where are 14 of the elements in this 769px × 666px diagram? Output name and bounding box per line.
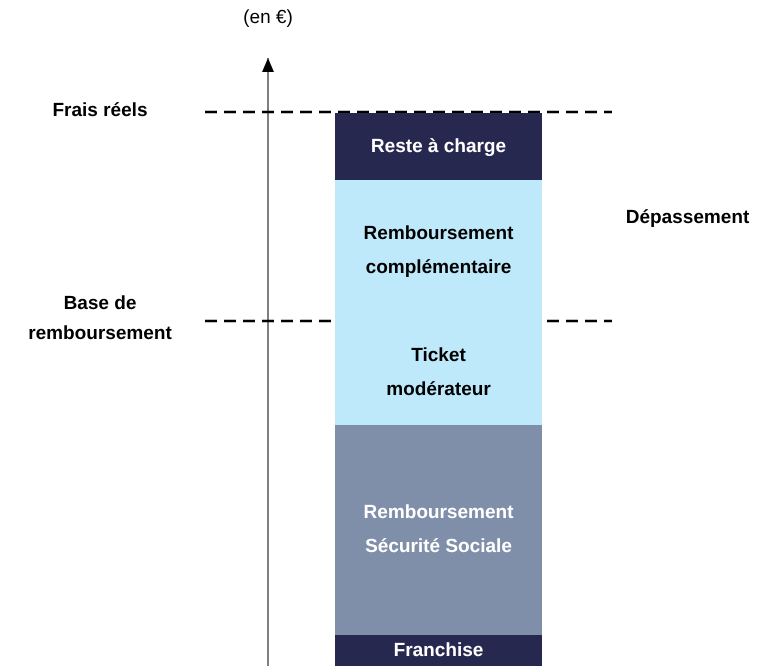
level-label: Base de remboursement [27,292,173,346]
bar-segment [335,180,542,321]
segment-label: Remboursement complémentaire [362,222,514,280]
bar-segment [335,425,542,635]
segment-label: Ticket modérateur [385,344,492,402]
bar-segment [335,113,542,180]
bar-segment [335,635,542,666]
segment-label: Reste à charge [370,134,506,158]
segment-label: Remboursement Sécurité Sociale [362,501,514,559]
level-label: Frais réels [51,99,149,123]
bar-segment [335,321,542,425]
segment-label: Franchise [394,638,484,662]
zone-label: Dépassement [624,206,750,230]
unit-label: (en €) [242,6,294,30]
